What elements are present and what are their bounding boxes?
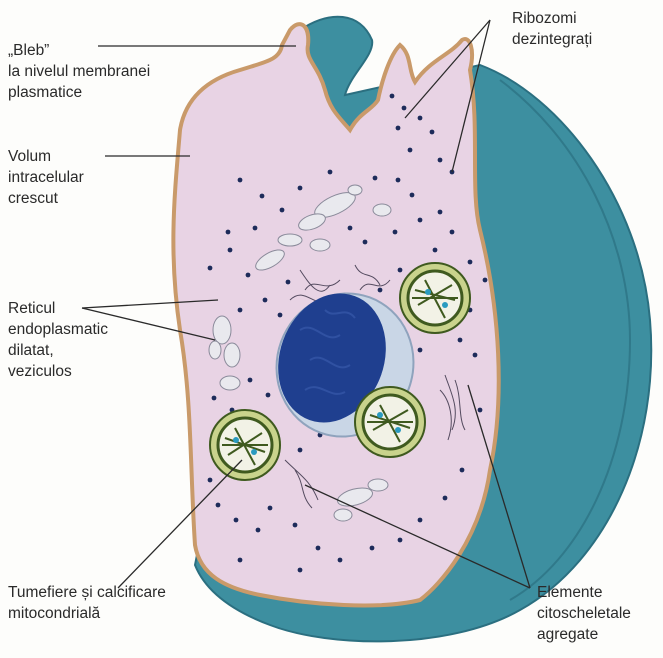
ribosome-dot <box>460 468 465 473</box>
ribosome-dot <box>266 393 271 398</box>
ribosome-dot <box>450 230 455 235</box>
ribosome-dot <box>438 210 443 215</box>
ribosome-dot <box>402 106 407 111</box>
label-reticul-line2: endoplasmatic <box>8 319 108 340</box>
ribosome-dot <box>370 546 375 551</box>
label-bleb-line3: plasmatice <box>8 82 150 103</box>
ribosome-dot <box>208 478 213 483</box>
ribosome-dot <box>418 218 423 223</box>
ribosome-dot <box>483 278 488 283</box>
ribosome-dot <box>373 176 378 181</box>
ribosome-dot <box>228 248 233 253</box>
label-ribozomi: Ribozomi dezintegrați <box>512 8 592 50</box>
label-bleb-line2: la nivelul membranei <box>8 61 150 82</box>
ribosome-dot <box>363 240 368 245</box>
ribosome-dot <box>433 248 438 253</box>
ribosome-dot <box>396 178 401 183</box>
ribosome-dot <box>238 558 243 563</box>
ribosome-dot <box>234 518 239 523</box>
label-volum-line2: intracelular <box>8 167 84 188</box>
ribosome-dot <box>226 230 231 235</box>
ribosome-dot <box>430 130 435 135</box>
ribosome-dot <box>478 408 483 413</box>
mitochondrion-2 <box>355 387 425 457</box>
ribosome-dot <box>208 266 213 271</box>
ribosome-dot <box>212 396 217 401</box>
ribosome-dot <box>348 226 353 231</box>
label-volum: Volum intracelular crescut <box>8 146 84 209</box>
ribosome-dot <box>408 148 413 153</box>
ribosome-dot <box>443 496 448 501</box>
ribosome-dot <box>298 568 303 573</box>
ribosome-dot <box>418 348 423 353</box>
ribosome-dot <box>280 208 285 213</box>
ribosome-dot <box>246 273 251 278</box>
label-bleb: „Bleb” la nivelul membranei plasmatice <box>8 40 150 103</box>
label-elemente-line3: agregate <box>537 624 631 645</box>
ribosome-dot <box>418 116 423 121</box>
ribosome-dot <box>393 230 398 235</box>
ribosome-dot <box>298 448 303 453</box>
ribosome-dot <box>396 126 401 131</box>
label-volum-line3: crescut <box>8 188 84 209</box>
ribosome-dot <box>260 194 265 199</box>
ribosome-dot <box>238 308 243 313</box>
label-elemente-line2: citoscheletale <box>537 603 631 624</box>
ribosome-dot <box>268 506 273 511</box>
label-elemente: Elemente citoscheletale agregate <box>537 582 631 645</box>
label-reticul: Reticul endoplasmatic dilatat, veziculos <box>8 298 108 382</box>
ribosome-dot <box>398 538 403 543</box>
ribosome-dot <box>216 503 221 508</box>
ribosome-dot <box>418 518 423 523</box>
label-bleb-line1: „Bleb” <box>8 40 150 61</box>
ribosome-dot <box>293 523 298 528</box>
label-volum-line1: Volum <box>8 146 84 167</box>
ribosome-dot <box>278 313 283 318</box>
ribosome-dot <box>390 94 395 99</box>
ribosome-dot <box>238 178 243 183</box>
ribosome-dot <box>253 226 258 231</box>
ribosome-dot <box>316 546 321 551</box>
label-elemente-line1: Elemente <box>537 582 631 603</box>
label-tumefiere-line2: mitocondrială <box>8 603 166 624</box>
ribosome-dot <box>458 338 463 343</box>
ribosome-dot <box>378 288 383 293</box>
ribosome-dot <box>298 186 303 191</box>
mitochondrion-1 <box>400 263 470 333</box>
ribosome-dot <box>410 193 415 198</box>
ribosome-dot <box>286 280 291 285</box>
label-ribozomi-line1: Ribozomi <box>512 8 592 29</box>
ribosome-dot <box>263 298 268 303</box>
ribosome-dot <box>248 378 253 383</box>
ribosome-dot <box>328 170 333 175</box>
ribosome-dot <box>468 260 473 265</box>
label-tumefiere-line1: Tumefiere și calcificare <box>8 582 166 603</box>
label-ribozomi-line2: dezintegrați <box>512 29 592 50</box>
ribosome-dot <box>438 158 443 163</box>
ribosome-dot <box>338 558 343 563</box>
label-tumefiere: Tumefiere și calcificare mitocondrială <box>8 582 166 624</box>
label-reticul-line1: Reticul <box>8 298 108 319</box>
ribosome-dot <box>398 268 403 273</box>
ribosome-dot <box>256 528 261 533</box>
label-reticul-line3: dilatat, <box>8 340 108 361</box>
label-reticul-line4: veziculos <box>8 361 108 382</box>
mitochondrion-3 <box>210 410 280 480</box>
ribosome-dot <box>473 353 478 358</box>
